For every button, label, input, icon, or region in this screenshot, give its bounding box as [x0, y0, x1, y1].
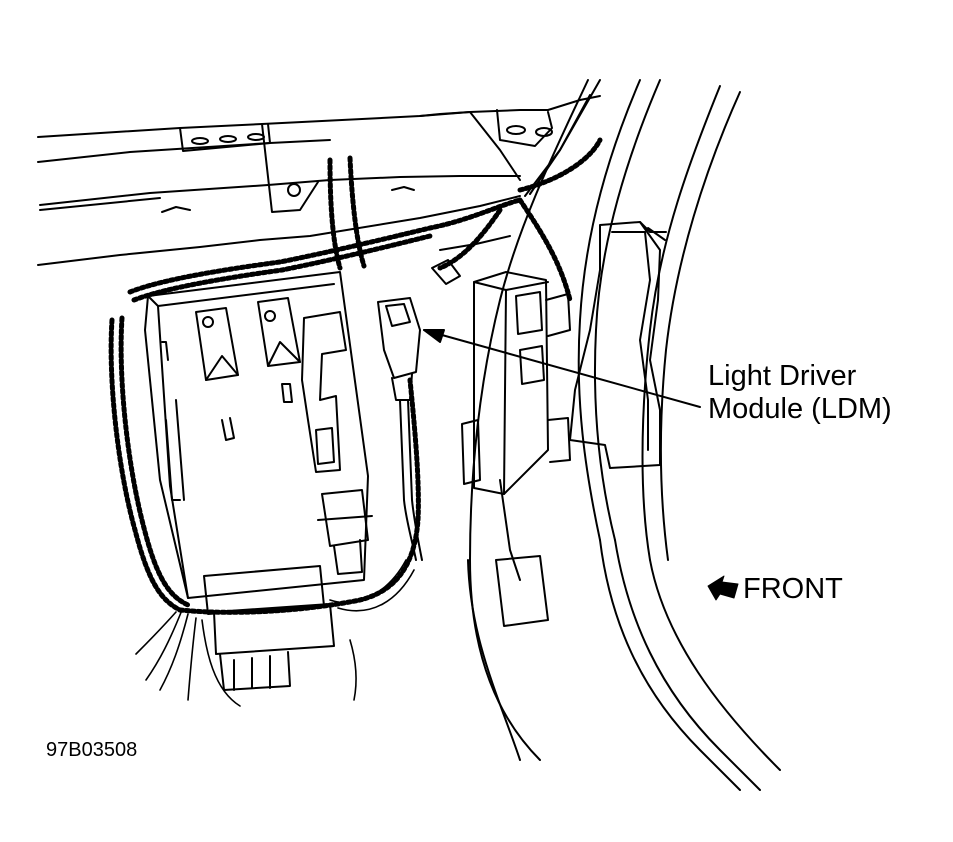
- junction-block: [432, 236, 570, 626]
- callout-line1: Light Driver: [708, 360, 857, 392]
- callout-label: Light Driver Module (LDM): [708, 360, 892, 426]
- dash-panel: [38, 80, 600, 265]
- pillar-bracket: [570, 222, 666, 468]
- light-driver-module: [378, 298, 422, 560]
- wiring-harness: [111, 140, 600, 612]
- figure-id: 97B03508: [46, 739, 138, 761]
- loose-wires: [136, 560, 414, 706]
- callout-leader: [424, 330, 700, 407]
- front-label: FRONT: [743, 573, 843, 605]
- arrow-left-icon: [708, 576, 738, 600]
- callout-line2: Module (LDM): [708, 393, 892, 425]
- fuse-relay-panel: [145, 272, 372, 690]
- door-pillar: [468, 80, 780, 790]
